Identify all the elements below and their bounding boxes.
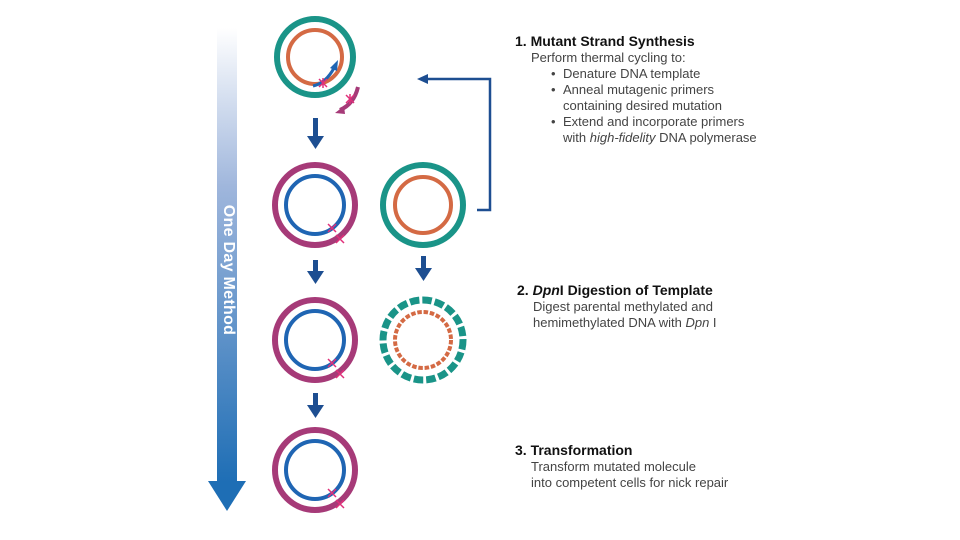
- step-title-text: Transformation: [530, 442, 633, 458]
- step-title-text: Mutant Strand Synthesis: [530, 33, 695, 49]
- timeline-shaft: [217, 28, 237, 483]
- plasmid-mutant-nicked-2: [272, 297, 358, 383]
- bullet-text: Extend and incorporate primers: [563, 114, 745, 129]
- mutant-strand-outer: [272, 427, 358, 513]
- primer-reverse-arrowhead-icon: [335, 106, 345, 114]
- timeline-label: One Day Method: [220, 204, 237, 336]
- mutant-strand-inner: [284, 309, 346, 371]
- mutation-marker-icon: [345, 94, 355, 104]
- step-1: 1. Mutant Strand Synthesis Perform therm…: [515, 33, 757, 146]
- body-line: Transform mutated molecule: [531, 459, 696, 474]
- emphasis-text: high-fidelity: [589, 130, 656, 145]
- plasmid-mutant-nicked-1: [272, 162, 358, 248]
- parental-strand-inner: [393, 175, 453, 235]
- down-arrow-icon: [415, 256, 432, 281]
- mutation-marker-icon: [327, 488, 345, 509]
- body-line: hemimethylated DNA with Dpn I: [533, 315, 717, 331]
- plasmid-parental-template: [380, 162, 466, 248]
- parental-strand-outer: [274, 16, 356, 98]
- step-3: 3. Transformation Transform mutated mole…: [515, 442, 728, 491]
- bullet-text: Anneal mutagenic primers: [563, 82, 715, 97]
- mutation-marker-icon: [318, 78, 328, 88]
- primer-forward: [312, 67, 336, 88]
- bullet-text: Denature DNA template: [563, 66, 701, 81]
- text-segment: I: [709, 315, 717, 330]
- cycle-return-arrowhead-icon: [417, 74, 428, 84]
- step-number: 1.: [515, 33, 527, 49]
- bullet-item: Extend and incorporate primers with high…: [551, 114, 757, 146]
- bullet-item: Denature DNA template: [551, 66, 757, 82]
- body-line: Digest parental methylated and: [533, 299, 713, 314]
- text-segment: DNA polymerase: [655, 130, 757, 145]
- cycle-return-arrow: [426, 77, 492, 212]
- body-line: into competent cells for nick repair: [531, 475, 729, 490]
- plasmid-mutant-nicked-3: [272, 427, 358, 513]
- step-3-body: Transform mutated molecule into competen…: [531, 459, 728, 491]
- enzyme-name: Dpn: [532, 282, 560, 298]
- text-segment: hemimethylated DNA with: [533, 315, 686, 330]
- mutation-marker-icon: [327, 358, 345, 379]
- down-arrow-icon: [307, 260, 324, 284]
- step-number: 3.: [515, 442, 527, 458]
- step-title-text: I Digestion of Template: [559, 282, 713, 298]
- digested-strand-outer: [379, 296, 467, 384]
- mutant-strand-outer: [272, 297, 358, 383]
- bullet-item: Anneal mutagenic primers containing desi…: [551, 82, 757, 114]
- mutant-strand-inner: [284, 439, 346, 501]
- bullet-text: with high-fidelity DNA polymerase: [563, 130, 757, 146]
- down-arrow-icon: [307, 393, 324, 418]
- parental-strand-outer: [380, 162, 466, 248]
- mutant-strand-outer: [272, 162, 358, 248]
- primer-forward-arrowhead-icon: [330, 60, 338, 71]
- parental-strand-inner: [286, 28, 344, 86]
- mutation-marker-icon: [327, 223, 345, 244]
- down-arrow-icon: [307, 118, 324, 149]
- step-3-title: 3. Transformation: [515, 442, 728, 459]
- plasmid-digested-template: [379, 296, 467, 384]
- bullet-text: containing desired mutation: [563, 98, 722, 113]
- step-1-intro: Perform thermal cycling to:: [531, 50, 686, 65]
- digested-strand-inner: [393, 310, 453, 370]
- step-arrows: [307, 118, 432, 418]
- step-1-bullets: Denature DNA template Anneal mutagenic p…: [531, 66, 757, 146]
- step-2-body: Digest parental methylated and hemimethy…: [533, 299, 717, 331]
- mutant-strand-inner: [284, 174, 346, 236]
- step-2: 2. DpnI Digestion of Template Digest par…: [517, 282, 717, 331]
- text-segment: with: [563, 130, 590, 145]
- step-number: 2.: [517, 282, 529, 298]
- step-2-title: 2. DpnI Digestion of Template: [517, 282, 717, 299]
- enzyme-name: Dpn: [685, 315, 710, 330]
- plasmid-template-with-primers: [274, 16, 360, 114]
- timeline-arrowhead: [208, 481, 246, 511]
- step-1-title: 1. Mutant Strand Synthesis: [515, 33, 757, 50]
- timeline-arrow: [208, 28, 246, 511]
